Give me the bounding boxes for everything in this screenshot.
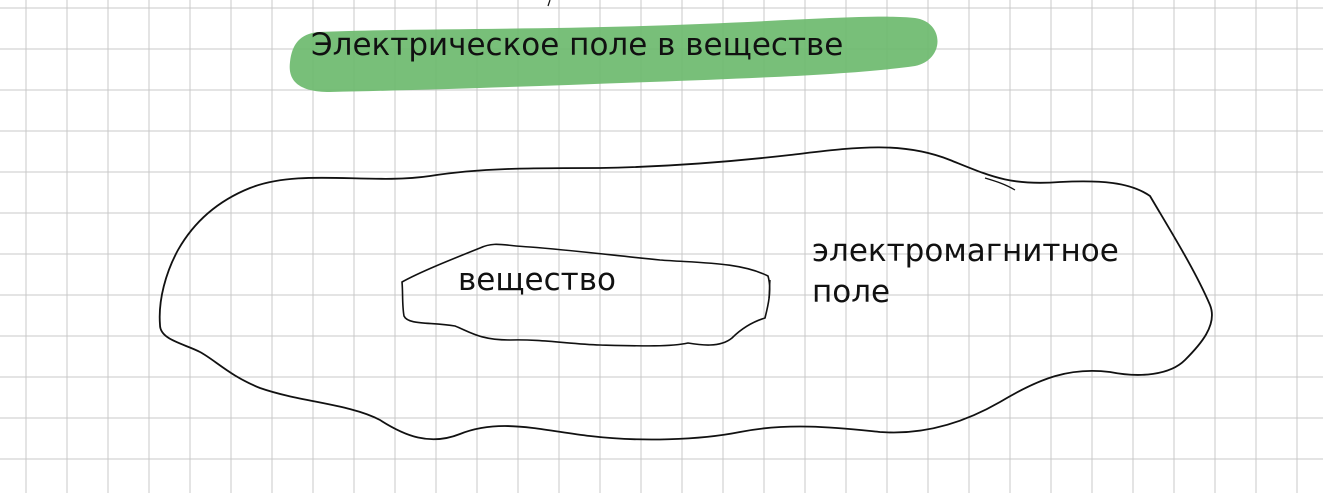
title-highlight xyxy=(289,16,938,92)
inner-region-stroke-overlap xyxy=(768,279,771,299)
outer-region-outline xyxy=(158,146,1213,441)
outer-region-label-line1: электромагнитное xyxy=(812,233,1119,269)
stray-pen-mark xyxy=(547,0,551,7)
outer-region-stroke-overlap xyxy=(984,177,1016,191)
outer-region-label-line2: поле xyxy=(812,274,891,310)
inner-region-label: вещество xyxy=(458,262,616,298)
inner-region-outline xyxy=(401,243,771,347)
page-title: Электрическое поле в веществе xyxy=(311,27,844,63)
